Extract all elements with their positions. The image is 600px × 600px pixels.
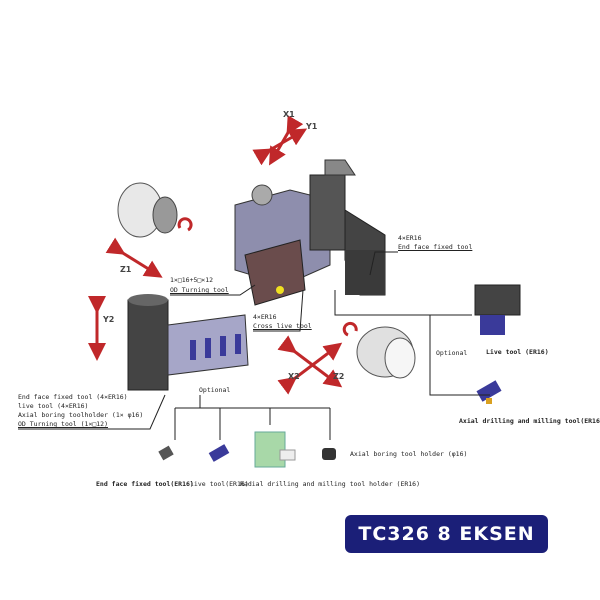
z1-arrow [105,237,163,278]
axis-z2-label: Z2 [333,372,345,381]
left-list-item: live tool (4×ER16) [18,402,89,410]
axis-y2-label: Y2 [103,315,115,324]
main-turret [234,159,386,306]
x2-z2-arrows [277,335,343,395]
axis-x2-label: X2 [288,372,300,381]
end-face-qty: 4×ER16 [398,234,422,242]
bottom-label: live tool(ER16) [190,480,249,488]
od-qty: 1×□16+5□×12 [170,276,214,284]
left-list-item: Axial boring toolholder (1× φ16) [18,411,144,419]
main-spindle [117,182,193,238]
cross-qty: 4×ER16 [253,313,277,321]
leader-lines [18,251,490,440]
optional-bottom: Optional [199,386,231,394]
tool-icons [158,431,336,468]
bottom-label: Radial drilling and milling tool holder … [240,480,421,488]
axis-z1-label: Z1 [120,265,132,274]
axis-x1-label: X1 [283,110,295,119]
od-label: OD Turning tool [170,286,229,294]
left-list-item: OD Turning tool (1×□12) [18,420,109,428]
optional-right: Optional [436,349,468,357]
axis-y1-label: Y1 [306,122,318,131]
axial-drill-label: Axial drilling and milling tool(ER16) [459,417,600,425]
end-face-label: End face fixed tool [398,243,473,251]
live-tool-label: Live tool (ER16) [486,348,549,356]
bottom-label: End face fixed tool(ER16) [96,480,194,488]
sub-spindle [342,321,416,379]
left-list-item: End face fixed tool (4×ER16) [18,393,128,401]
x1-y1-arrows [252,115,308,166]
axial-boring-label: Axial boring tool holder (φ16) [350,450,468,458]
model-badge: TC326 8 EKSEN [345,515,548,553]
cross-label: Cross live tool [253,322,312,330]
sub-turret [127,294,249,391]
live-tool-illustration [474,284,521,404]
